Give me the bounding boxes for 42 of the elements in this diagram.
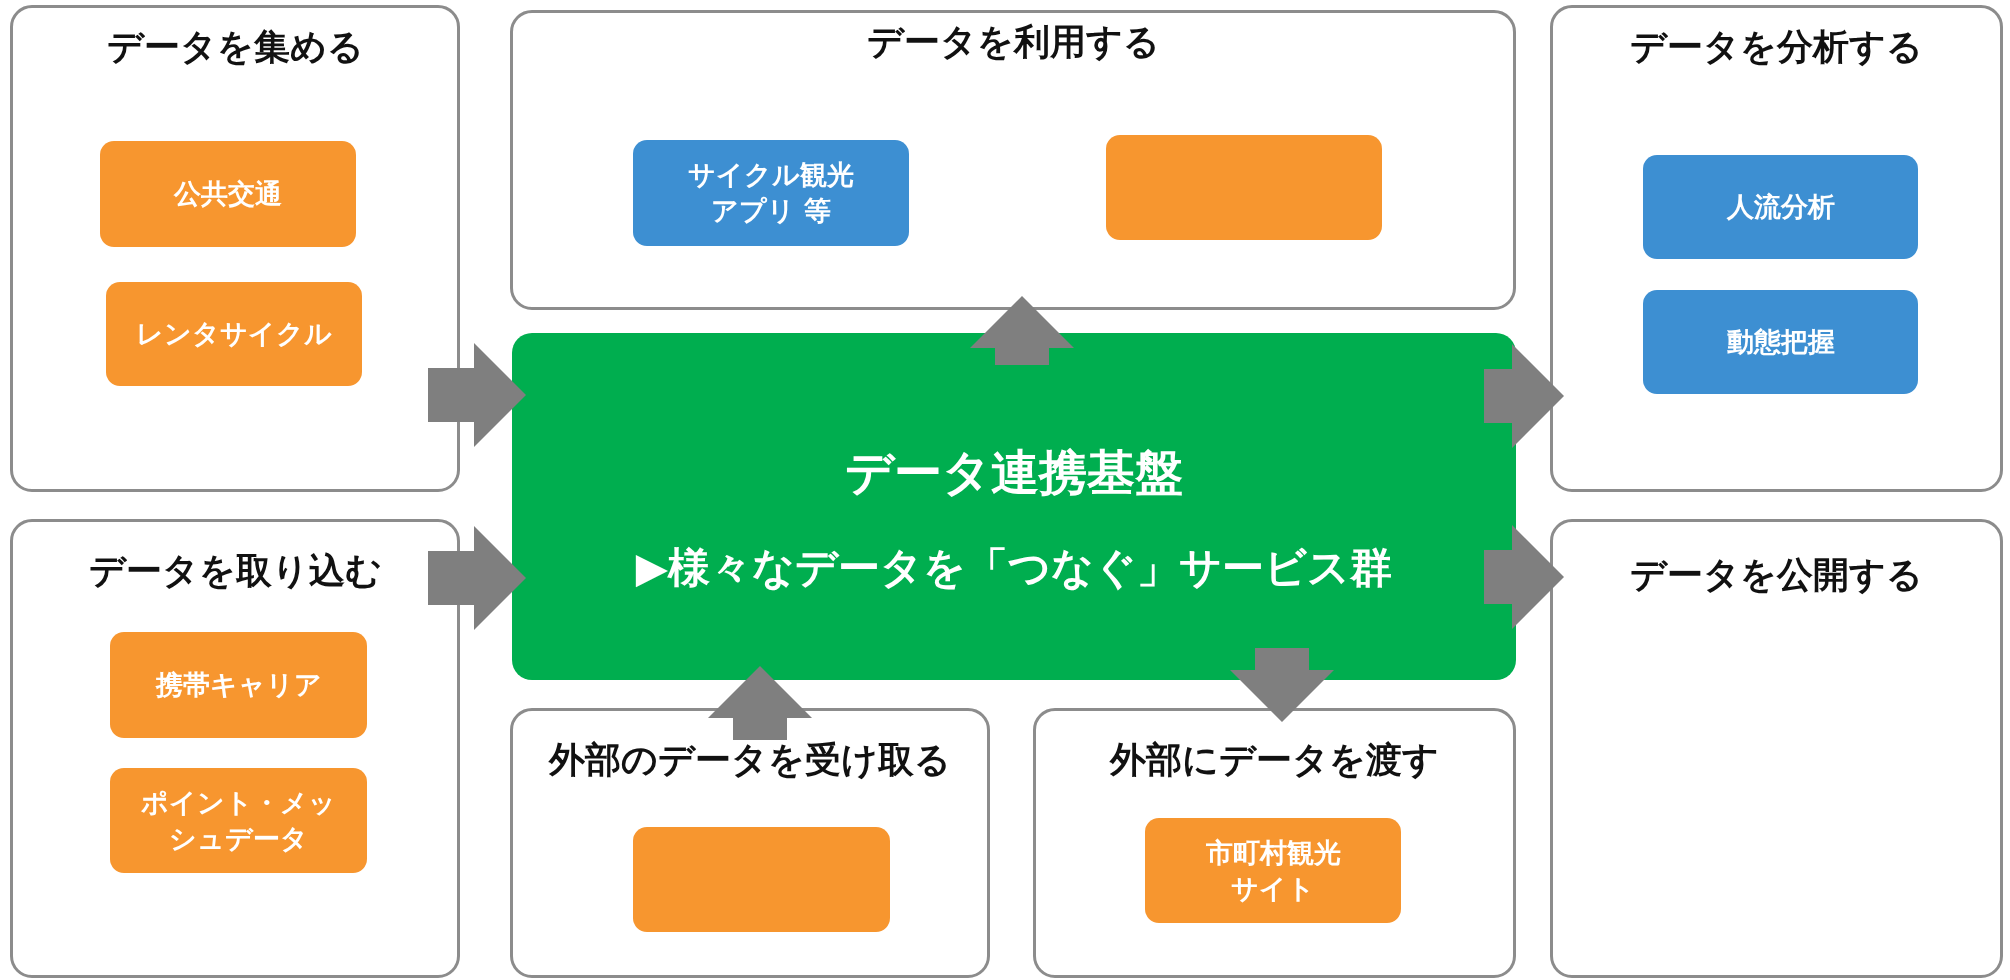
service-box: [1145, 818, 1401, 923]
service-box: [1643, 155, 1918, 259]
panel-heading: 外部のデータを受け取る: [547, 738, 952, 782]
panel: [1550, 519, 2003, 978]
panel: [10, 5, 460, 492]
panel-heading: データを取り込む: [87, 549, 383, 593]
service-label: サイクル観光アプリ 等: [687, 158, 855, 228]
platform-title: データ連携基盤: [844, 443, 1184, 501]
service-label: 動態把握: [1726, 325, 1835, 359]
panel: [510, 10, 1516, 310]
service-box: [100, 141, 356, 247]
service-box: [1643, 290, 1918, 394]
panel-heading: 外部にデータを渡す: [1108, 738, 1440, 782]
panel-heading: データを利用する: [865, 20, 1161, 64]
service-label: レンタサイクル: [136, 317, 332, 351]
block-arrow: [428, 526, 526, 630]
service-box: [110, 768, 367, 873]
service-label: ポイント・メッシュデータ: [141, 785, 336, 856]
service-box: [633, 827, 890, 932]
platform-description: ▶様々なデータを「つなぐ」サービス群: [634, 542, 1394, 594]
block-arrow: [1484, 344, 1564, 448]
panel: [1550, 5, 2003, 492]
block-arrow: [428, 343, 526, 447]
platform-box: [512, 333, 1516, 680]
service-box: [106, 282, 362, 386]
panel-heading: データを分析する: [1629, 25, 1924, 69]
service-label: 人流分析: [1726, 190, 1835, 224]
block-arrow: [708, 666, 812, 740]
panel: [10, 519, 460, 978]
service-box: [633, 140, 909, 246]
service-label: 携帯キャリア: [155, 668, 322, 702]
service-label: 公共交通: [174, 177, 282, 211]
service-box: [1106, 135, 1382, 240]
block-arrow: [970, 296, 1074, 365]
panel-heading: データを公開する: [1629, 553, 1924, 597]
service-box: [110, 632, 367, 738]
block-arrow: [1230, 648, 1334, 722]
block-arrow: [1484, 525, 1564, 629]
panel: [510, 708, 990, 978]
panel-heading: データを集める: [105, 25, 365, 69]
panel: [1033, 708, 1516, 978]
service-label: 市町村観光サイト: [1204, 835, 1342, 906]
